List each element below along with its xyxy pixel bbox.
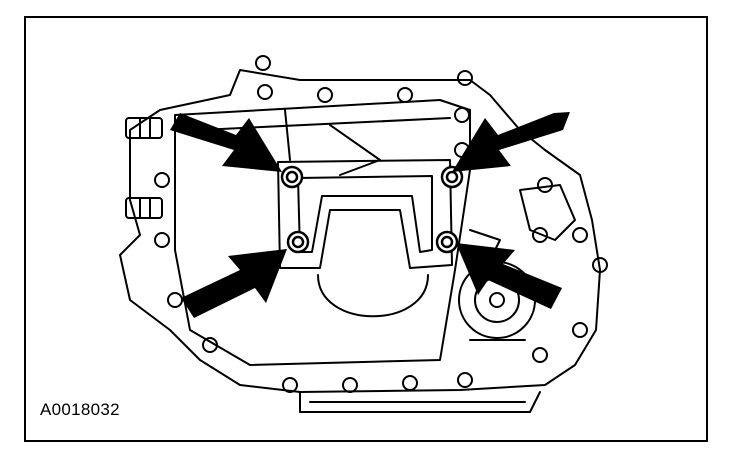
perimeter-bolt	[154, 172, 170, 188]
perimeter-bolt	[154, 232, 170, 248]
callout-arrows	[170, 112, 570, 318]
arrow-icon	[170, 113, 282, 172]
perimeter-bolt	[537, 177, 553, 193]
perimeter-bolt	[282, 377, 298, 393]
shield-bolt-upper-right	[440, 165, 464, 189]
shield-bolts	[280, 165, 464, 254]
perimeter-bolt	[402, 375, 418, 391]
arrow-icon	[456, 243, 562, 309]
perimeter-bolt	[257, 84, 273, 100]
perimeter-bolt	[397, 87, 413, 103]
shield-inner	[297, 175, 433, 253]
perimeter-bolt	[572, 227, 588, 243]
ridge-line	[284, 109, 291, 161]
perimeter-bolt	[457, 372, 473, 388]
gear-hub	[489, 292, 505, 308]
left-stud	[125, 117, 163, 139]
perimeter-bolt	[167, 292, 183, 308]
perimeter-bolt	[317, 87, 333, 103]
perimeter-bolt	[202, 337, 218, 353]
perimeter-bolt	[342, 377, 358, 393]
perimeter-bolt	[255, 55, 271, 71]
perimeter-bolt	[532, 347, 548, 363]
perimeter-bolts	[154, 55, 608, 393]
bottom-pan	[299, 391, 541, 413]
pan-flange	[174, 99, 471, 366]
figure-id-label: A0018032	[40, 400, 120, 419]
housing-outline	[119, 69, 601, 393]
shield-bolt-upper-left	[280, 165, 304, 189]
ridge-line	[199, 117, 451, 131]
arrow-icon	[181, 249, 287, 318]
perimeter-bolt	[532, 227, 548, 243]
left-stud	[125, 197, 163, 219]
perimeter-bolt	[457, 70, 473, 86]
lower-dome	[317, 274, 429, 318]
shield-bracket	[277, 159, 453, 269]
shield-bolt-lower-right	[435, 230, 459, 254]
right-detail	[519, 184, 576, 241]
perimeter-bolt	[592, 257, 608, 273]
perimeter-bolt	[454, 107, 470, 123]
perimeter-bolt	[572, 322, 588, 338]
shield-bolt-lower-left	[286, 230, 310, 254]
arrow-icon	[452, 112, 570, 172]
ridge-line	[329, 124, 381, 176]
left-stud-line	[139, 117, 151, 219]
right-detail	[469, 229, 501, 251]
